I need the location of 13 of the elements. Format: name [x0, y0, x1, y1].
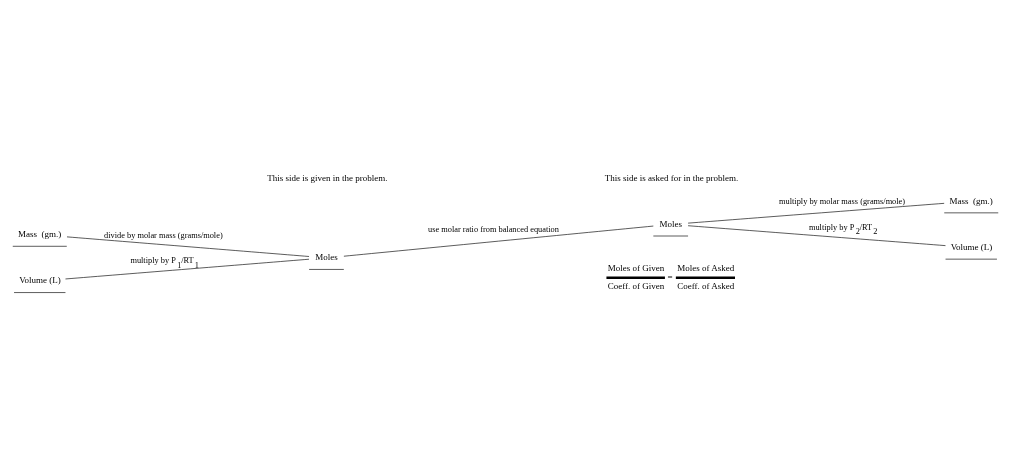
label: =: [667, 272, 673, 283]
label: This side is asked for in the problem.: [604, 172, 739, 183]
label: Moles of Given: [607, 263, 665, 274]
label: This side is given in the problem.: [267, 172, 388, 183]
node-text: Moles: [659, 218, 682, 229]
label: Coeff. of Given: [607, 280, 665, 291]
node-text: Mass (gm.): [17, 229, 62, 240]
label: Coeff. of Asked: [677, 280, 735, 291]
node-text: Mass (gm.): [949, 195, 993, 206]
node-text: Moles: [315, 252, 338, 263]
label: Moles of Asked: [677, 263, 735, 274]
node-text: Volume (L): [19, 275, 61, 286]
node-text: Volume (L): [950, 241, 993, 252]
